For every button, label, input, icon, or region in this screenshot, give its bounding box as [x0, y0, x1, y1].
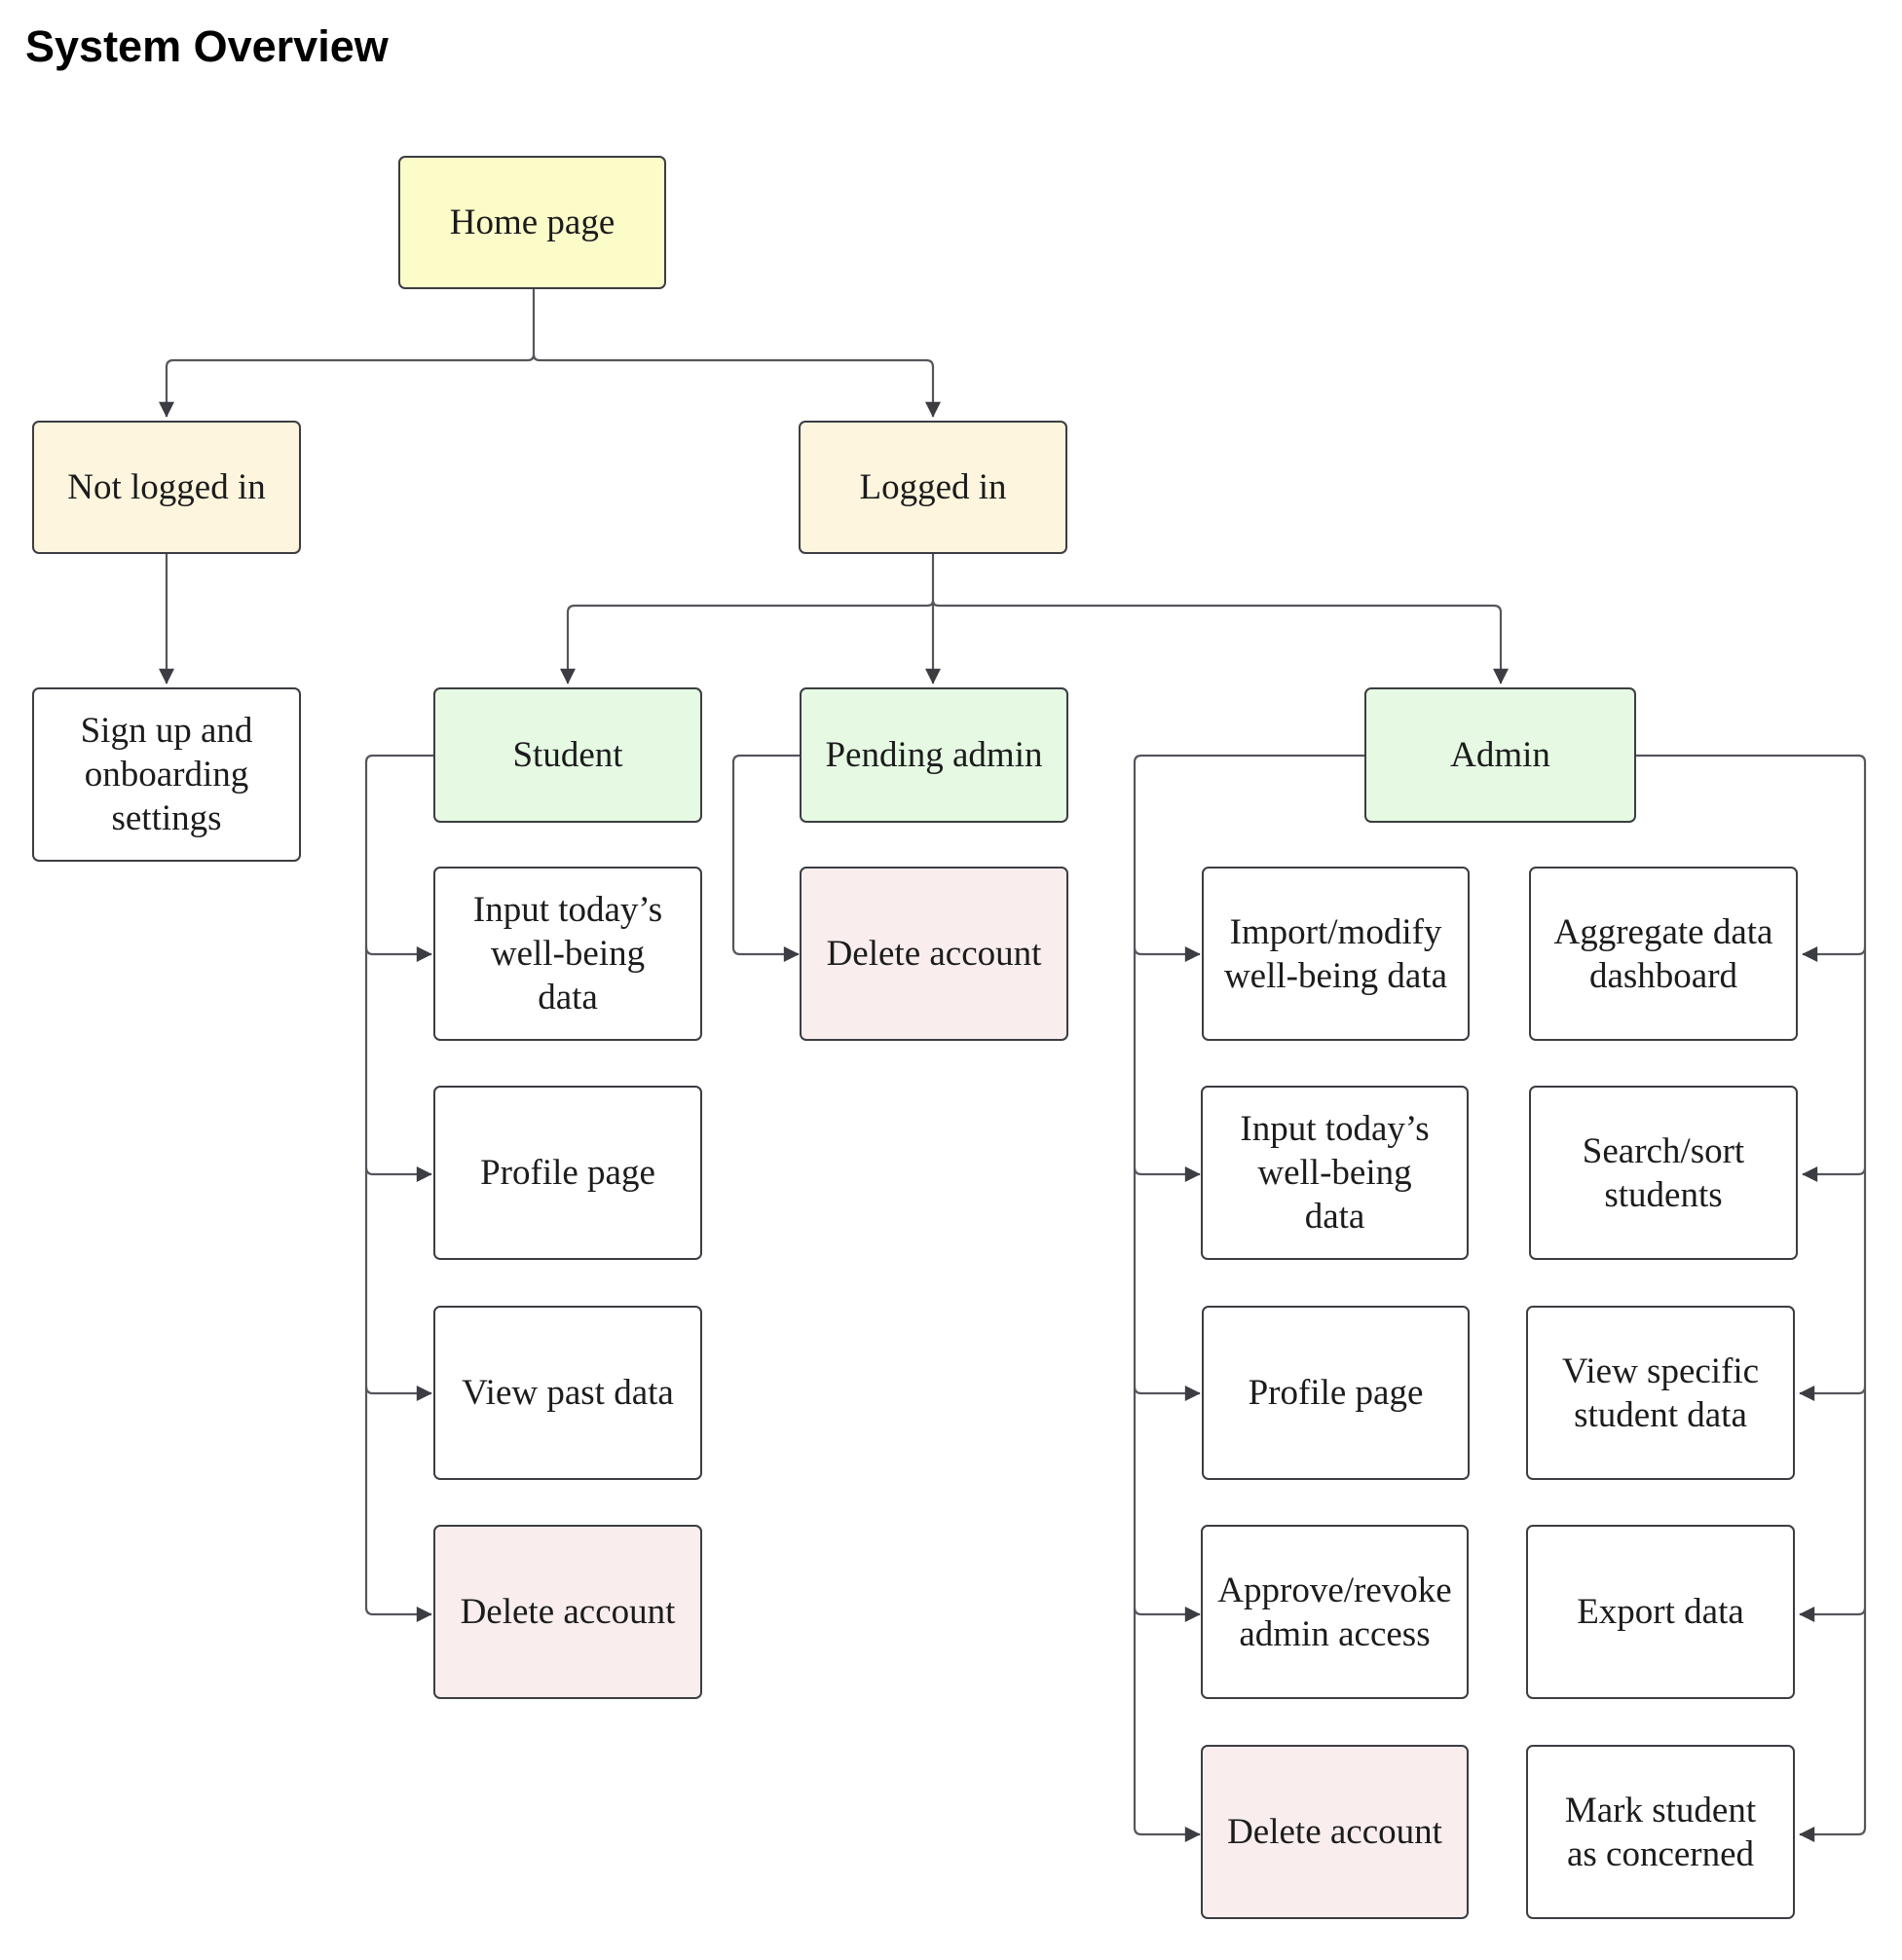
admin-import-modify-label: Import/modify well-being data: [1223, 911, 1448, 996]
admin-import-modify-node: Import/modify well-being data: [1202, 867, 1470, 1041]
admin-profile-label: Profile page: [1248, 1373, 1424, 1413]
admin-label: Admin: [1450, 735, 1550, 775]
pending-delete-account-label: Delete account: [826, 934, 1042, 974]
student-delete-account-node: Delete account: [433, 1525, 702, 1699]
admin-aggregate-dashboard-label: Aggregate data dashboard: [1553, 911, 1773, 996]
student-profile-label: Profile page: [480, 1153, 655, 1193]
admin-aggregate-dashboard-node: Aggregate data dashboard: [1529, 867, 1798, 1041]
admin-delete-account-node: Delete account: [1201, 1745, 1469, 1919]
home-page-label: Home page: [449, 203, 615, 242]
student-input-wellbeing-label: Input today’s well-being data: [472, 890, 663, 1017]
student-delete-account-label: Delete account: [460, 1592, 676, 1632]
student-view-past-node: View past data: [433, 1306, 702, 1480]
signup-onboarding-node: Sign up and onboarding settings: [32, 687, 301, 862]
admin-search-sort-node: Search/sort students: [1529, 1086, 1798, 1260]
not-logged-in-node: Not logged in: [32, 421, 301, 554]
student-profile-node: Profile page: [433, 1086, 702, 1260]
admin-input-wellbeing-label: Input today’s well-being data: [1240, 1109, 1430, 1237]
admin-view-student-data-node: View specific student data: [1526, 1306, 1795, 1480]
student-input-wellbeing-node: Input today’s well-being data: [433, 867, 702, 1041]
student-label: Student: [512, 735, 623, 775]
student-view-past-label: View past data: [462, 1373, 674, 1413]
not-logged-in-label: Not logged in: [67, 467, 266, 507]
admin-profile-node: Profile page: [1202, 1306, 1470, 1480]
admin-view-student-data-label: View specific student data: [1561, 1350, 1760, 1435]
pending-admin-label: Pending admin: [825, 735, 1043, 775]
admin-mark-concerned-label: Mark student as concerned: [1564, 1790, 1757, 1874]
signup-onboarding-label: Sign up and onboarding settings: [80, 711, 253, 838]
home-page-node: Home page: [398, 156, 666, 289]
admin-mark-concerned-node: Mark student as concerned: [1526, 1745, 1795, 1919]
logged-in-label: Logged in: [859, 467, 1007, 507]
student-node: Student: [433, 687, 702, 823]
page-title: System Overview: [25, 21, 389, 71]
admin-delete-account-label: Delete account: [1227, 1812, 1442, 1852]
admin-approve-revoke-node: Approve/revoke admin access: [1201, 1525, 1469, 1699]
logged-in-node: Logged in: [799, 421, 1067, 554]
admin-input-wellbeing-node: Input today’s well-being data: [1201, 1086, 1469, 1260]
pending-delete-account-node: Delete account: [800, 867, 1068, 1041]
admin-export-data-node: Export data: [1526, 1525, 1795, 1699]
pending-admin-node: Pending admin: [800, 687, 1068, 823]
admin-export-data-label: Export data: [1577, 1592, 1744, 1632]
admin-search-sort-label: Search/sort students: [1582, 1130, 1745, 1215]
admin-node: Admin: [1364, 687, 1636, 823]
admin-approve-revoke-label: Approve/revoke admin access: [1217, 1570, 1452, 1654]
